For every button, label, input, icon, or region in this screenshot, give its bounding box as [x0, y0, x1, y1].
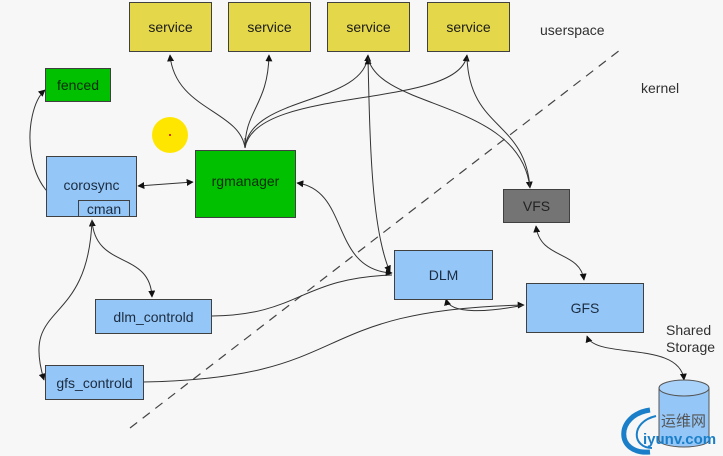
- edge-cman-gfs-controld: [38, 219, 93, 381]
- node-cman[interactable]: cman: [78, 200, 130, 217]
- node-gfs-controld[interactable]: gfs_controld: [45, 365, 144, 400]
- edge-service3-vfs: [367, 57, 533, 189]
- edge-dlm-controld-dlm: [211, 274, 393, 317]
- watermark-domain: iyunv.com: [643, 431, 717, 448]
- shared-storage-line1: Shared: [666, 322, 712, 338]
- edge-rgmanager-service2: [244, 54, 273, 149]
- edge-cman-dlm-controld: [88, 219, 156, 298]
- shared-storage-line2: Storage: [666, 339, 716, 355]
- kernel-label: kernel: [641, 80, 680, 96]
- node-service-3[interactable]: service: [327, 2, 410, 52]
- edge-rgmanager-service3: [244, 54, 372, 149]
- corosync-label: corosync: [63, 177, 120, 193]
- shared-storage-cylinder-icon: [658, 379, 710, 448]
- edge-gfs-storage: [585, 335, 687, 381]
- edge-gfs-controld-gfs: [142, 301, 525, 383]
- node-service-2[interactable]: service: [228, 2, 311, 52]
- shared-storage-label: Shared Storage: [666, 322, 715, 356]
- node-service-4[interactable]: service: [427, 2, 510, 52]
- node-fenced[interactable]: fenced: [45, 68, 111, 102]
- node-rgmanager[interactable]: rgmanager: [195, 150, 296, 218]
- node-gfs[interactable]: GFS: [526, 283, 644, 333]
- userspace-label: userspace: [540, 22, 605, 38]
- edge-rgmanager-dlm: [296, 180, 393, 277]
- node-service-1[interactable]: service: [129, 2, 212, 52]
- edge-rgmanager-service4: [244, 54, 470, 149]
- edge-service3-dlm: [364, 57, 391, 273]
- watermark-logo-icon: [621, 407, 657, 455]
- node-dlm[interactable]: DLM: [394, 250, 493, 300]
- node-dlm-controld[interactable]: dlm_controld: [95, 299, 212, 334]
- edge-service4-vfs: [466, 57, 531, 189]
- rgmanager-label: rgmanager: [211, 173, 280, 189]
- edge-vfs-gfs: [533, 225, 587, 281]
- userspace-kernel-divider: [129, 49, 621, 429]
- cursor-dot: [169, 134, 171, 136]
- node-vfs[interactable]: VFS: [503, 189, 570, 223]
- edge-rgmanager-service1: [167, 54, 246, 149]
- watermark-cn: 运维网: [661, 412, 707, 430]
- edge-corosync-rgmanager: [137, 178, 194, 190]
- edge-dlm-gfs: [444, 298, 525, 312]
